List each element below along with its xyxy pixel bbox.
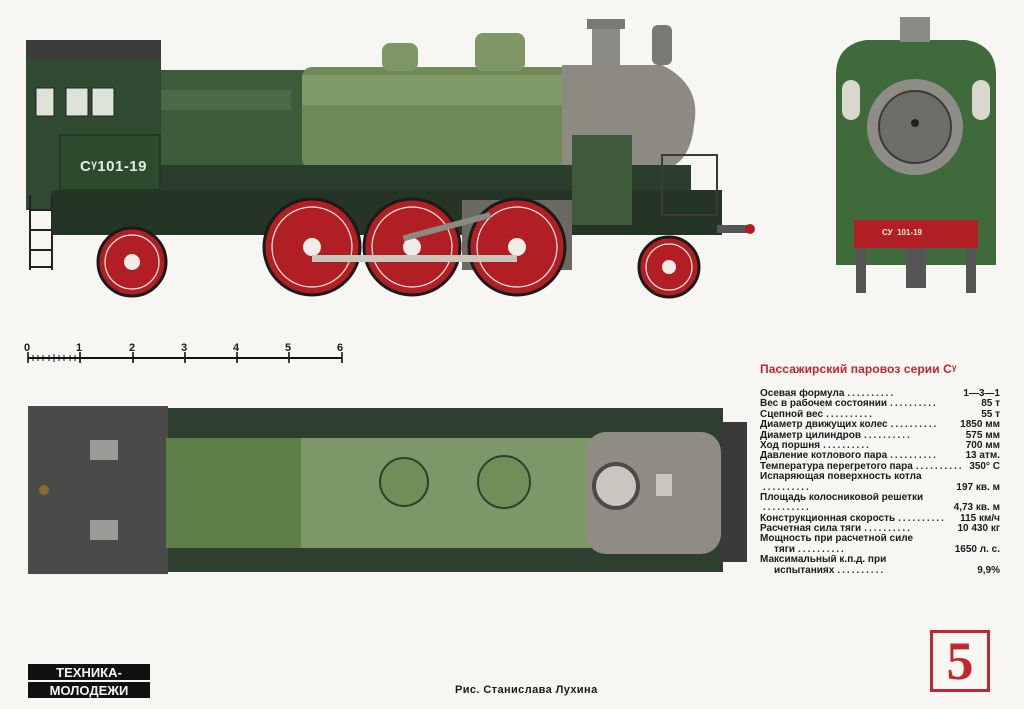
scale-tick-label: 4 [233,342,240,354]
spec-row: тяги..........1650 л. с. [774,544,1000,555]
spec-row: Диаметр движущих колес..........1850 мм [760,420,1000,431]
spec-row: ..........197 кв. м [763,482,1000,493]
scale-tick-label: 5 [285,342,292,354]
side-number-plate: Сᵞ101-19 [80,158,147,175]
specs-list: Осевая формула..........1—3—1 Вес в рабо… [760,389,1000,576]
spec-row: Максимальный к.п.д. при [760,555,887,566]
specs-title: Пассажирский паровоз серии Сᵞ [760,362,957,376]
spec-row: Давление котлового пара..........13 атм. [760,451,1000,462]
spec-row: Сцепной вес..........55 т [760,409,1000,420]
logo-mark: ТЕХНИКА- МОЛОДЕЖИ [28,662,150,700]
scale-bar [27,352,343,363]
spec-row: Осевая формула..........1—3—1 [760,389,1000,399]
scale-tick-label: 2 [129,342,136,354]
side-view-illustration [26,19,755,299]
front-number-plate: СУ 101-19 [882,228,923,237]
spec-row: Ход поршня..........700 мм [760,440,1000,451]
scale-tick-label: 1 [76,342,83,354]
spec-row: Вес в рабочем состоянии..........85 т [760,399,1000,410]
front-view-illustration [836,17,996,293]
spec-row: испытаниях..........9,9% [774,565,1000,576]
illustration-credit: Рис. Станислава Лухина [455,684,598,696]
scale-tick-label: 3 [181,342,188,354]
spec-row: Испаряющая поверхность котла [760,472,922,483]
spec-row: Площадь колосниковой решетки [760,492,924,503]
spec-row: Конструкционная скорость..........115 км… [760,513,1000,524]
top-view-illustration [28,406,747,574]
scale-tick-label: 6 [337,342,344,354]
spec-row: Расчетная сила тяги..........10 430 кг [760,524,1000,535]
magazine-logo: ТЕХНИКА- МОЛОДЕЖИ [28,662,150,700]
logo-line-2: МОЛОДЕЖИ [50,683,129,698]
spec-row: Мощность при расчетной силе [760,534,914,545]
page-number-badge: 5 [930,630,990,692]
logo-line-1: ТЕХНИКА- [56,665,122,680]
spec-row: ..........4,73 кв. м [763,503,1000,514]
scale-tick-label: 0 [24,342,31,354]
spec-row: Диаметр цилиндров..........575 мм [760,430,1000,441]
spec-row: Температура перегретого пара..........35… [760,461,1000,472]
page-number: 5 [946,631,974,691]
